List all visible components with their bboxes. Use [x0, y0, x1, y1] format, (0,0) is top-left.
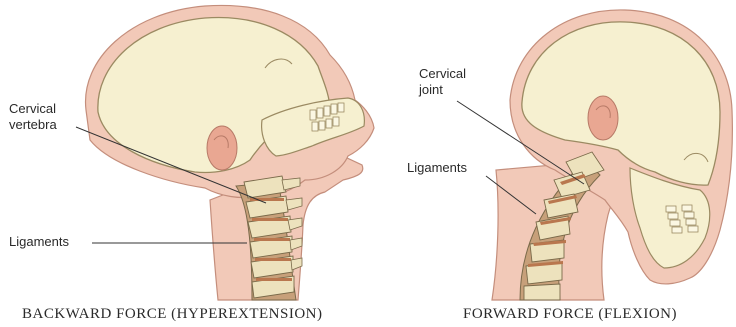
caption-backward-force: BACKWARD FORCE (HYPEREXTENSION) — [22, 306, 323, 323]
label-ligaments-right: Ligaments — [407, 160, 467, 176]
hyperextension-figure — [76, 5, 374, 300]
label-cervical-joint: Cervical joint — [419, 66, 466, 98]
label-cervical-vertebra: Cervical vertebra — [9, 101, 57, 133]
caption-forward-force: FORWARD FORCE (FLEXION) — [463, 306, 677, 323]
label-ligaments-left: Ligaments — [9, 234, 69, 250]
flexion-figure — [457, 10, 732, 300]
left-ear — [207, 126, 237, 170]
right-ear — [588, 96, 618, 140]
